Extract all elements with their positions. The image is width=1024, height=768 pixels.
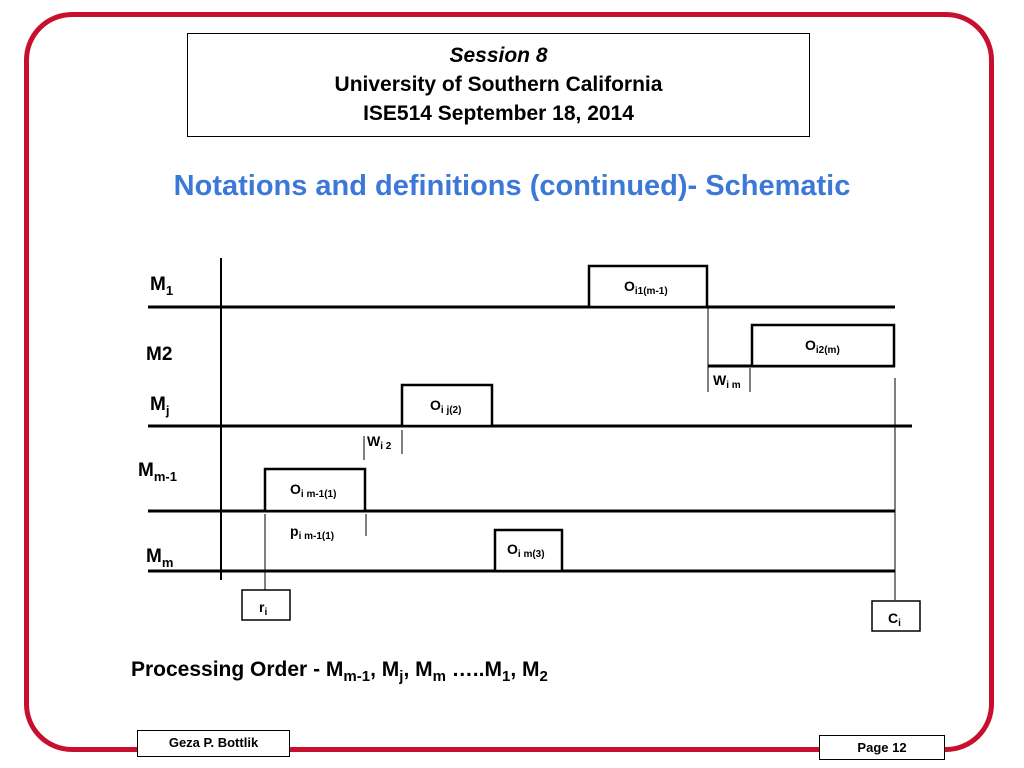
- machine-label-mm: Mm: [146, 546, 173, 570]
- slide-title: Notations and definitions (continued)- S…: [173, 170, 851, 202]
- session-label: Session 8: [449, 44, 548, 67]
- footer-page-number: Page 12: [819, 735, 945, 760]
- slide-frame: [24, 12, 994, 752]
- footer-author: Geza P. Bottlik: [137, 730, 290, 757]
- machine-label-m1: M1: [150, 274, 173, 298]
- completion-box: [871, 600, 921, 632]
- university-label: University of Southern California: [334, 73, 663, 96]
- wait-label-i2: Wi 2: [367, 433, 392, 452]
- processing-time-label: pi m-1(1): [290, 523, 334, 542]
- processing-order: Processing Order - Mm-1, Mj, Mm …..M1, M…: [131, 658, 548, 685]
- wait-label-im: Wi m: [713, 372, 741, 391]
- machine-label-mm-1: Mm-1: [138, 460, 177, 484]
- op-box-i2: [750, 323, 896, 368]
- release-label: ri: [259, 599, 267, 618]
- header-box: Session 8 University of Southern Califor…: [187, 33, 810, 137]
- op-label-ij: Oi j(2): [430, 397, 461, 416]
- op-box-ij: [400, 383, 494, 428]
- release-box: [241, 589, 291, 621]
- op-label-i2: Oi2(m): [805, 337, 840, 356]
- course-label: ISE514 September 18, 2014: [363, 102, 634, 125]
- op-label-im: Oi m(3): [507, 541, 545, 560]
- op-box-im: [493, 528, 564, 573]
- op-label-i1: Oi1(m-1): [624, 278, 668, 297]
- op-box-im-1: [263, 467, 367, 513]
- completion-label: Ci: [888, 610, 901, 629]
- op-box-i1: [587, 264, 709, 309]
- machine-label-m2: M2: [146, 344, 172, 365]
- op-label-im-1: Oi m-1(1): [290, 481, 336, 500]
- machine-label-mj: Mj: [150, 394, 169, 418]
